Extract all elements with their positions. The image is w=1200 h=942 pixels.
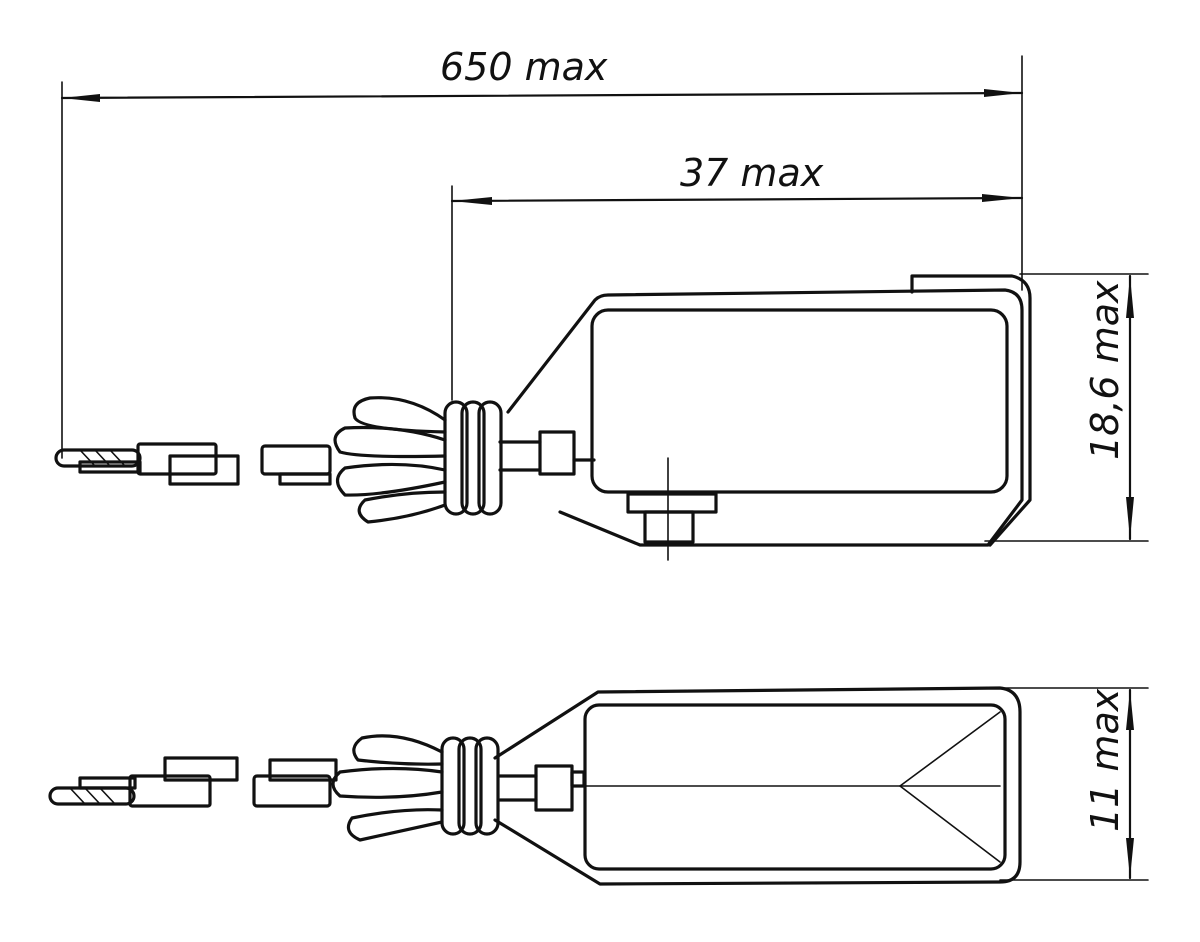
top-cable xyxy=(48,756,338,808)
top-strain-relief xyxy=(331,734,444,842)
top-collar-rings xyxy=(440,736,500,836)
side-connector-block xyxy=(538,430,576,476)
side-bolt-head xyxy=(626,492,718,514)
body-length-label: 37 max xyxy=(680,151,824,195)
side-inner-panel xyxy=(590,308,1009,494)
side-strain-relief xyxy=(333,396,447,524)
top-diagonal-upper xyxy=(899,711,1001,787)
top-view xyxy=(48,686,1022,886)
side-cable xyxy=(54,442,332,486)
side-housing-outline xyxy=(506,288,1024,547)
side-height-label: 18,6 max xyxy=(1083,280,1127,460)
top-inner-panel xyxy=(583,703,1007,871)
dimension-overall-length: 650 max xyxy=(60,45,1024,459)
side-housing-lip xyxy=(910,274,1032,547)
dimension-body-length: 37 max xyxy=(450,151,1024,401)
side-view xyxy=(54,274,1032,561)
top-diagonal-lower xyxy=(899,785,1001,863)
dimension-side-height: 18,6 max xyxy=(984,273,1149,542)
side-bolt-body xyxy=(643,510,695,544)
top-width-label: 11 max xyxy=(1083,688,1127,832)
dimension-top-width: 11 max xyxy=(999,687,1149,881)
side-collar-rings xyxy=(443,400,503,516)
overall-length-label: 650 max xyxy=(440,45,608,89)
top-housing-outline xyxy=(493,686,1022,886)
top-nut xyxy=(534,764,574,812)
